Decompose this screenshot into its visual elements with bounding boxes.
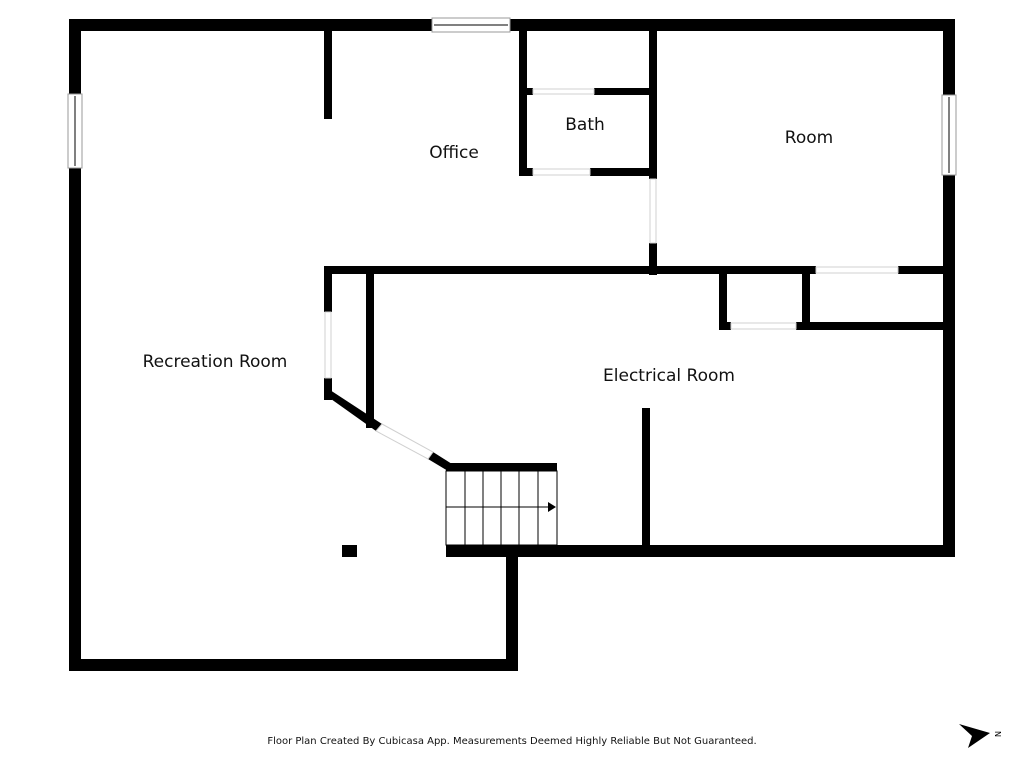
north-arrow-icon: N (959, 724, 1002, 748)
left-stub-wall-lower (324, 378, 332, 400)
bath-wall-mid-right (594, 88, 657, 95)
stairs (445, 470, 558, 546)
electrical-wall-left (366, 266, 374, 428)
outer-wall-bottom-left (69, 659, 518, 671)
left-stub-wall-upper (324, 266, 332, 312)
office-stub-wall (324, 31, 332, 119)
bath-wall-bottom-right (590, 168, 657, 176)
bath-wall-left (519, 31, 527, 176)
outer-wall-bottom-right (446, 545, 955, 557)
bath-wall-right (649, 31, 657, 179)
closet-wall-divider (802, 266, 810, 330)
mid-wall-horizontal (324, 266, 816, 274)
outer-wall-top (69, 19, 955, 31)
outer-wall-left (69, 19, 81, 671)
stair-wall-top (446, 463, 557, 471)
door-bath-mid (532, 88, 595, 95)
door-bath-bottom (532, 168, 591, 176)
closet-wall-bottom-right (796, 322, 955, 330)
mid-wall-right-end (898, 266, 955, 274)
door-room (649, 178, 657, 244)
support-column (342, 545, 357, 557)
room-label-electrical-room: Electrical Room (603, 366, 735, 386)
angled-wall-upper (324, 390, 382, 431)
room-label-office: Office (429, 143, 479, 163)
outer-wall-step (506, 547, 518, 671)
door-angled (375, 423, 434, 460)
door-closet-right (815, 266, 899, 274)
closet-wall-left (719, 266, 727, 330)
room-divider-wall (649, 243, 657, 275)
bath-wall-bottom-left (519, 168, 533, 176)
footer-disclaimer: Floor Plan Created By Cubicasa App. Meas… (267, 736, 757, 747)
door-left-stub (324, 311, 332, 379)
room-label-room: Room (785, 128, 833, 148)
closet-wall-bottom-left (719, 322, 731, 330)
electrical-stub-wall (642, 408, 650, 550)
north-label: N (993, 731, 1002, 737)
stairs-arrow-icon (548, 502, 556, 512)
room-label-recreation-room: Recreation Room (143, 352, 288, 372)
room-label-bath: Bath (565, 115, 605, 135)
bath-wall-mid-left (519, 88, 533, 95)
door-closet-left (730, 322, 797, 330)
